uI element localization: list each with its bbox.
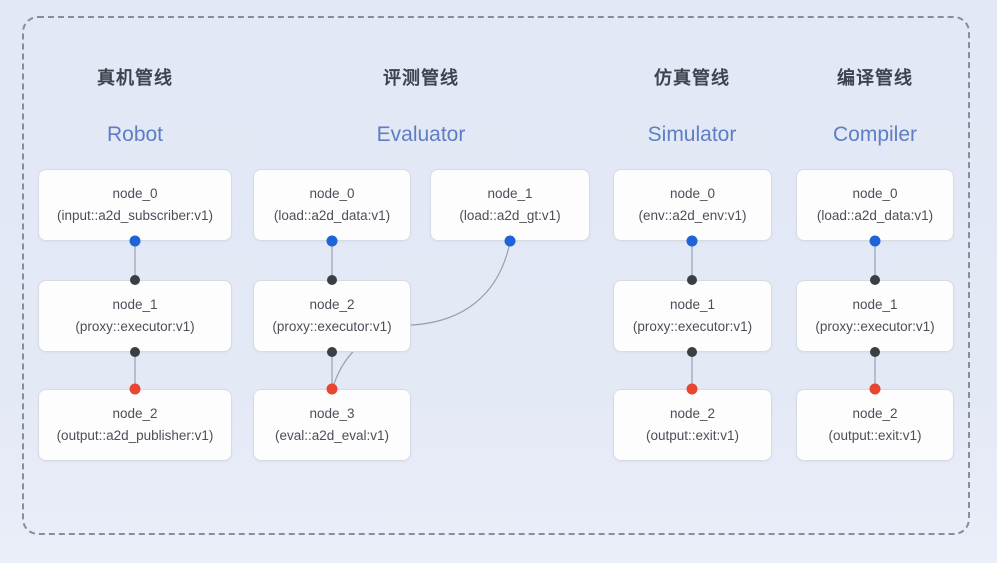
node-subtitle: (input::a2d_subscriber:v1) [56,208,214,223]
pipeline-title-en-robot: Robot [106,123,164,146]
graph-node-eval-1[interactable]: node_1 (load::a2d_gt:v1) [430,169,590,241]
graph-node-eval-3[interactable]: node_3 (eval::a2d_eval:v1) [253,389,411,461]
node-title: node_2 [669,406,716,421]
node-title: node_1 [112,297,158,312]
node-subtitle: (load::a2d_data:v1) [816,208,934,223]
graph-node-comp-1[interactable]: node_1 (proxy::executor:v1) [796,280,954,352]
node-subtitle: (proxy::executor:v1) [815,319,935,334]
node-title: node_1 [487,186,533,201]
node-subtitle: (eval::a2d_eval:v1) [274,428,390,443]
node-title: node_2 [309,297,355,312]
node-subtitle: (env::a2d_env:v1) [638,208,747,223]
graph-node-robot-2[interactable]: node_2 (output::a2d_publisher:v1) [38,389,232,461]
node-subtitle: (load::a2d_data:v1) [273,208,391,223]
node-subtitle: (proxy::executor:v1) [75,319,195,334]
node-title: node_1 [852,297,898,312]
graph-node-robot-0[interactable]: node_0 (input::a2d_subscriber:v1) [38,169,232,241]
node-subtitle: (output::a2d_publisher:v1) [56,428,214,443]
node-title: node_3 [309,406,355,421]
node-title: node_1 [669,297,716,312]
node-title: node_2 [112,406,158,421]
pipeline-title-zh-compiler: 编译管线 [837,68,913,88]
node-subtitle: (output::exit:v1) [828,428,922,443]
node-subtitle: (proxy::executor:v1) [272,319,392,334]
graph-node-comp-0[interactable]: node_0 (load::a2d_data:v1) [796,169,954,241]
graph-node-sim-1[interactable]: node_1 (proxy::executor:v1) [613,280,772,352]
node-title: node_0 [852,186,898,201]
graph-node-comp-2[interactable]: node_2 (output::exit:v1) [796,389,954,461]
pipeline-title-en-compiler: Compiler [832,123,918,146]
pipeline-title-en-simulator: Simulator [647,123,737,146]
node-title: node_2 [852,406,898,421]
pipeline-title-en-evaluator: Evaluator [376,123,466,146]
node-title: node_0 [669,186,716,201]
pipeline-title-zh-simulator: 仿真管线 [654,68,730,88]
dashed-canvas-border [22,16,970,535]
graph-node-sim-2[interactable]: node_2 (output::exit:v1) [613,389,772,461]
pipeline-title-zh-evaluator: 评测管线 [383,68,459,88]
node-title: node_0 [112,186,158,201]
graph-node-sim-0[interactable]: node_0 (env::a2d_env:v1) [613,169,772,241]
node-subtitle: (load::a2d_gt:v1) [459,208,561,223]
node-title: node_0 [309,186,355,201]
graph-node-eval-2[interactable]: node_2 (proxy::executor:v1) [253,280,411,352]
graph-node-eval-0[interactable]: node_0 (load::a2d_data:v1) [253,169,411,241]
graph-node-robot-1[interactable]: node_1 (proxy::executor:v1) [38,280,232,352]
pipeline-title-zh-robot: 真机管线 [97,68,173,88]
node-subtitle: (proxy::executor:v1) [632,319,753,334]
node-subtitle: (output::exit:v1) [645,428,740,443]
